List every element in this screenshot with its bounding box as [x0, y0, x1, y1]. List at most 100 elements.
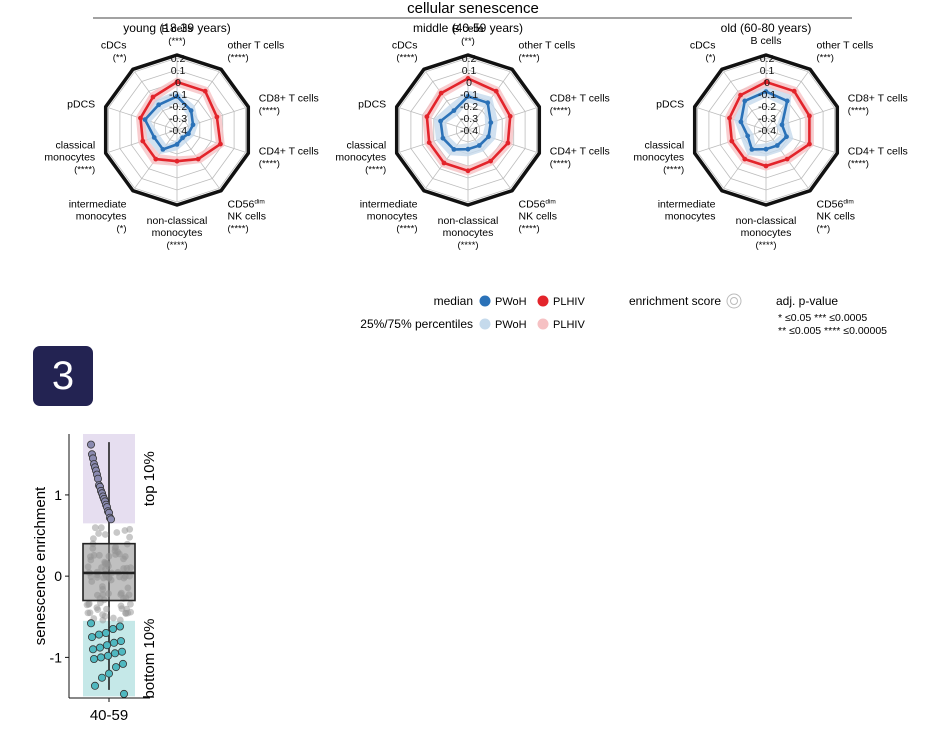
significance-label: (****) [365, 165, 386, 176]
panel-number: 3 [51, 353, 75, 398]
bottom-point [96, 643, 105, 652]
plhiv-median-point [763, 163, 769, 169]
axis-label: CD8+ T cells(****) [848, 92, 908, 116]
middle-point [99, 611, 106, 618]
middle-point [97, 524, 105, 532]
axis-label-text: classical [347, 140, 387, 152]
radar-title: old (60-80 years) [721, 21, 812, 35]
plhiv-median-point [438, 90, 444, 96]
axis-label-text: intermediate [658, 199, 716, 211]
axis-label: CD8+ T cells(****) [259, 92, 319, 116]
pvalue-row: * ≤0.05 *** ≤0.0005 [778, 312, 867, 324]
plhiv-median-point [738, 92, 743, 98]
radar-tick-label: -0.1 [460, 89, 478, 101]
legend-plhiv-median-swatch [537, 295, 549, 307]
significance-label: (***) [817, 52, 834, 63]
middle-point [110, 614, 117, 622]
pwoh-median-point [763, 89, 769, 94]
bottom-point [103, 641, 112, 650]
axis-label-superscript: dim [545, 199, 555, 206]
radar-outer-border [692, 53, 840, 207]
radar-tick-label: -0.3 [460, 113, 478, 125]
axis-label: pDCS [67, 98, 95, 110]
pwoh-median-point [784, 134, 789, 140]
radar-tick-label: -0.3 [758, 113, 776, 125]
axis-label-text: NK cells [228, 211, 267, 223]
plhiv-median-point [727, 115, 732, 121]
axis-label-text: monocytes [741, 227, 792, 239]
plhiv-median-point [441, 160, 447, 166]
significance-label: (***) [168, 36, 185, 47]
radar-chart: young (18-39 years)0.20.10-0.1-0.2-0.3-0… [44, 21, 318, 251]
axis-label: other T cells(****) [228, 39, 285, 63]
axis-label-text: monocytes [633, 152, 684, 164]
axis-label-text: CD8+ T cells [550, 92, 610, 104]
radar-chart: middle (40-59 years)0.20.10-0.1-0.2-0.3-… [335, 21, 609, 251]
axis-label-text: non-classical [438, 215, 499, 227]
pwoh-median-point [745, 133, 751, 139]
axis-label-text: CD56dim [817, 199, 854, 211]
axis-label-text: CD8+ T cells [259, 92, 319, 104]
bottom-point [105, 669, 114, 678]
radar-tick-label: 0.1 [760, 65, 775, 77]
grid-spoke [176, 71, 220, 131]
pwoh-median-point [156, 102, 162, 108]
axis-label-text: cDCs [690, 39, 716, 51]
radar-tick-label: 0 [764, 77, 770, 89]
axis-label: CD4+ T cells(****) [259, 146, 319, 170]
bottom-point [97, 653, 106, 662]
axis-label-text: CD8+ T cells [848, 92, 908, 104]
significance-label: (****) [166, 240, 187, 251]
radar-tick-label: -0.4 [169, 125, 187, 137]
significance-label: (****) [519, 224, 540, 235]
plhiv-median-point [465, 76, 471, 81]
plhiv-median-point [729, 138, 735, 144]
axis-label-text: monocytes [44, 152, 95, 164]
middle-point [95, 530, 102, 537]
enrichment-score-icon [726, 293, 742, 309]
figure-title: cellular senescence [407, 0, 539, 17]
plhiv-median-point [505, 140, 511, 146]
bottom-band-label: bottom 10% [141, 619, 158, 699]
axis-label-text: classical [645, 140, 685, 152]
middle-point [101, 531, 109, 538]
axis-label-text: monocytes [665, 211, 716, 223]
axis-label-text: monocytes [76, 211, 127, 223]
bottom-point [104, 651, 113, 660]
grid-spoke [467, 107, 537, 131]
radar-title: young (18-39 years) [123, 21, 230, 35]
radar-tick-label: 0.2 [462, 53, 477, 65]
axis-label: B cells [751, 35, 782, 47]
bottom-point [112, 663, 121, 672]
plhiv-median-point [138, 115, 143, 121]
bottom-point [109, 625, 118, 634]
radar-tick-label: 0 [175, 77, 181, 89]
top-point [87, 440, 96, 449]
bottom-point [90, 655, 99, 664]
pwoh-median-point [763, 146, 769, 152]
middle-point [90, 535, 97, 542]
axis-label-text: other T cells [519, 39, 576, 51]
radar-chart: old (60-80 years)0.20.10-0.1-0.2-0.3-0.4… [633, 21, 907, 251]
plhiv-median-point [218, 141, 223, 147]
bottom-point [118, 647, 127, 656]
pwoh-median-point [151, 135, 157, 140]
axis-label: pDCS [358, 98, 386, 110]
bottom-point [91, 681, 100, 690]
significance-label: (****) [663, 165, 684, 176]
plhiv-median-point [174, 158, 180, 164]
bottom-point [88, 633, 97, 642]
axis-label-text: NK cells [817, 211, 856, 223]
plhiv-median-point [465, 168, 471, 174]
axis-label: B cells(***) [162, 23, 193, 47]
axis-label-text: B cells [453, 23, 484, 35]
plhiv-median-point [195, 156, 201, 162]
pwoh-percentile-band [433, 90, 498, 157]
